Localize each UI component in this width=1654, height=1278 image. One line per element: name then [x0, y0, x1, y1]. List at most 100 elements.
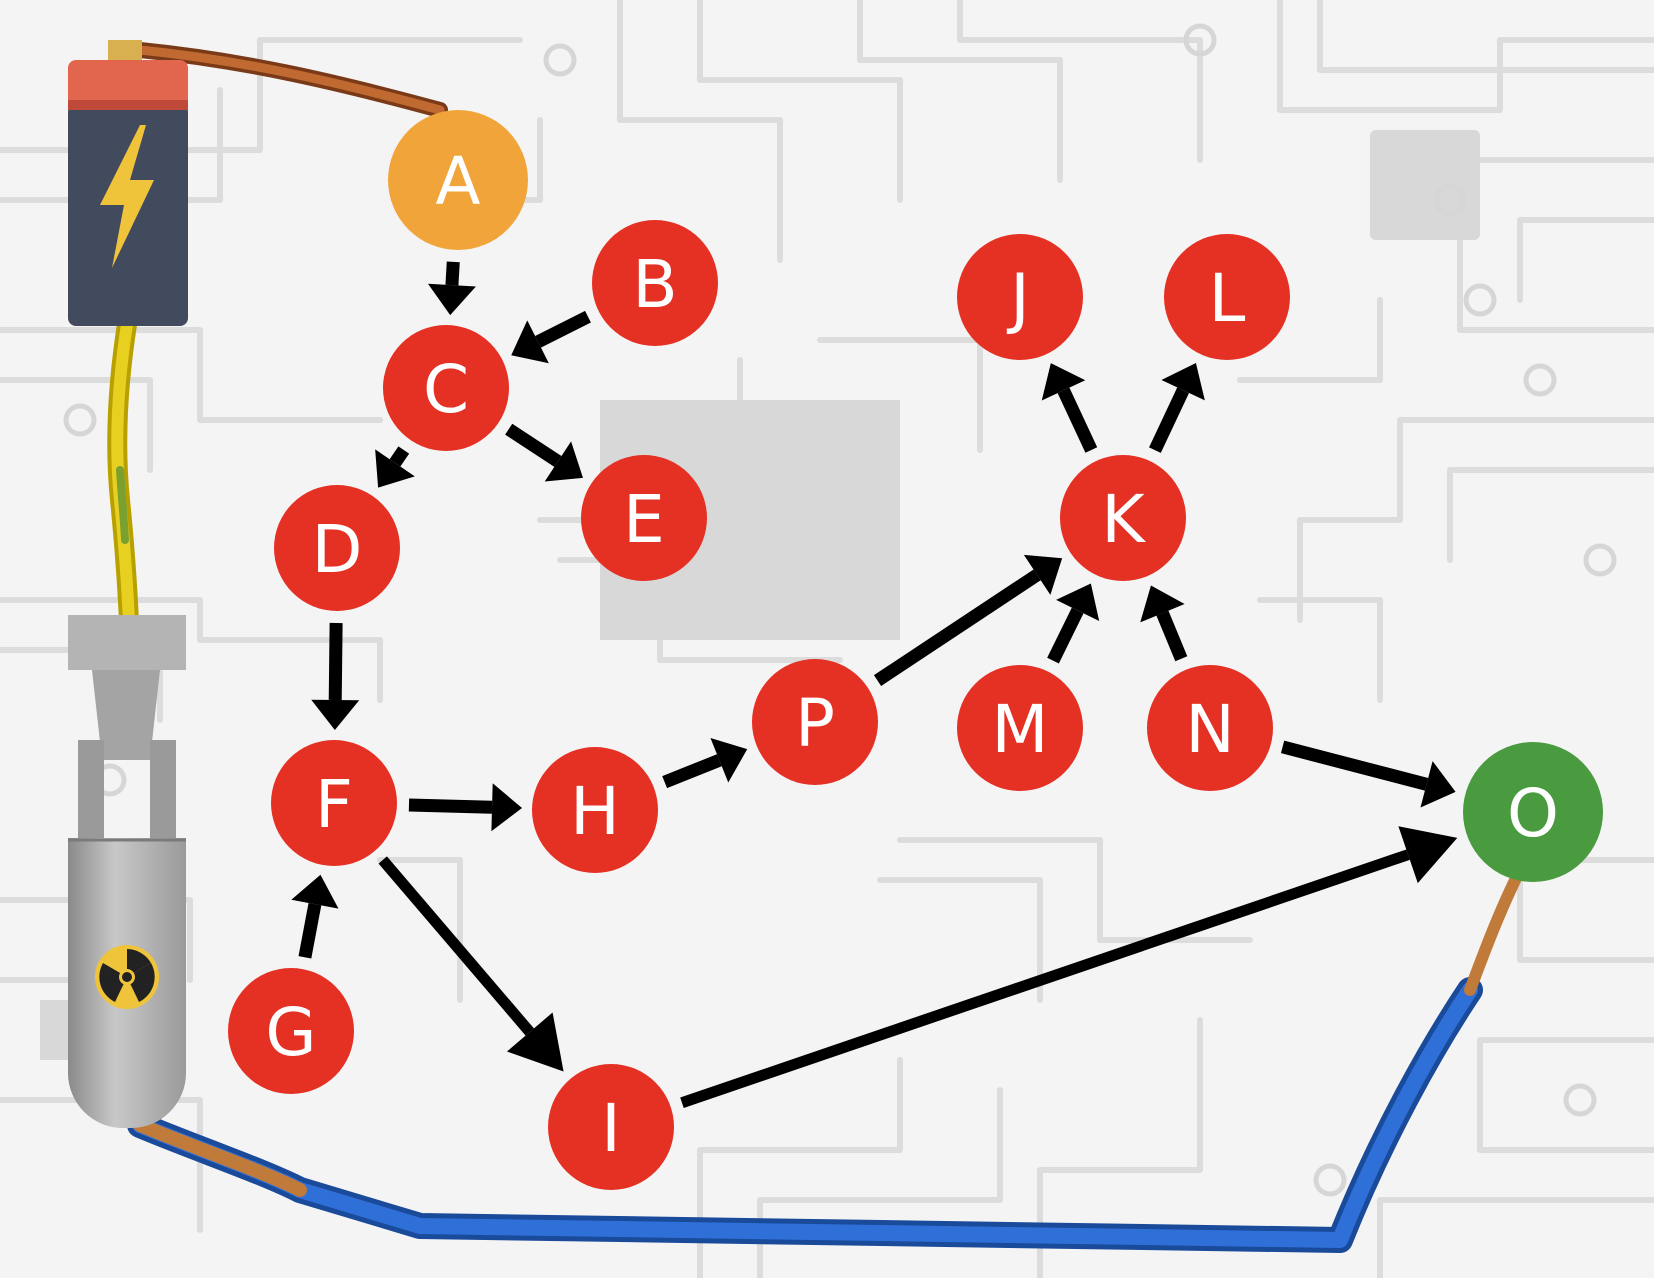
node-circle — [1463, 742, 1603, 882]
edge-h-to-p — [662, 737, 748, 789]
node-label: J — [1006, 260, 1029, 337]
node-f: F — [271, 740, 397, 866]
lightning-bolt-icon — [100, 125, 154, 268]
edge-n-to-o — [1280, 740, 1456, 808]
arrowhead — [427, 283, 476, 316]
node-b: B — [592, 220, 718, 346]
node-circle — [271, 740, 397, 866]
edge-k-to-l — [1149, 363, 1205, 453]
edge-line — [378, 856, 534, 1036]
node-label: C — [423, 351, 469, 428]
edge-line — [1156, 610, 1188, 662]
node-p: P — [752, 659, 878, 785]
node-e: E — [581, 455, 707, 581]
arrowhead — [1420, 761, 1456, 808]
node-label: G — [265, 994, 316, 1071]
arrowhead — [1041, 363, 1086, 401]
node-circle — [957, 234, 1083, 360]
arrowhead — [1161, 363, 1205, 401]
node-d: D — [274, 485, 400, 611]
arrowhead — [544, 441, 583, 482]
node-label: H — [570, 773, 620, 850]
wires — [107, 42, 1526, 1253]
edge-b-to-c — [511, 310, 591, 364]
node-c: C — [383, 325, 509, 451]
arrowhead — [506, 1012, 564, 1072]
node-label: O — [1507, 775, 1559, 852]
arrowhead — [311, 699, 360, 731]
node-circle — [548, 1064, 674, 1190]
edge-line — [1280, 740, 1429, 791]
node-label: D — [312, 511, 363, 588]
node-label: I — [601, 1090, 620, 1167]
edge-p-to-k — [873, 554, 1063, 687]
node-label: B — [632, 246, 677, 323]
node-circle — [957, 665, 1083, 791]
node-label: F — [315, 766, 353, 843]
edge-line — [1149, 387, 1190, 453]
radiation-icon — [95, 945, 159, 1009]
node-m: M — [957, 665, 1083, 791]
node-n: N — [1147, 665, 1273, 791]
edge-line — [1057, 387, 1098, 453]
node-circle — [1060, 455, 1186, 581]
node-label: A — [435, 143, 480, 220]
edge-f-to-i — [378, 856, 564, 1072]
node-circle — [1164, 234, 1290, 360]
circuit-pads-background — [63, 23, 1617, 1197]
edges-layer — [291, 261, 1458, 1108]
node-g: G — [228, 968, 354, 1094]
edge-line — [328, 622, 343, 701]
node-circle — [388, 110, 528, 250]
node-circle — [532, 747, 658, 873]
edge-line — [298, 903, 322, 959]
arrowhead — [491, 783, 523, 832]
node-circle — [1147, 665, 1273, 791]
node-circle — [752, 659, 878, 785]
node-label: E — [623, 481, 665, 558]
edge-line — [873, 569, 1041, 687]
arrowhead — [1398, 826, 1458, 884]
edge-n-to-k — [1140, 585, 1188, 662]
arrowhead — [511, 320, 549, 364]
node-circle — [581, 455, 707, 581]
arrowhead — [1140, 585, 1185, 623]
node-circle — [228, 968, 354, 1094]
arrowhead — [1056, 583, 1100, 622]
node-h: H — [532, 747, 658, 873]
edge-line — [662, 754, 722, 789]
edge-k-to-j — [1041, 363, 1098, 453]
node-j: J — [957, 234, 1083, 360]
edge-d-to-f — [311, 622, 360, 731]
arrowhead — [1023, 554, 1063, 595]
nodes-layer: A B C D E F G H I J K L M N O P — [228, 110, 1603, 1190]
edge-line — [1047, 607, 1084, 664]
edge-f-to-h — [408, 783, 523, 832]
edge-line — [445, 261, 460, 286]
node-label: M — [992, 691, 1049, 768]
node-i: I — [548, 1064, 674, 1190]
node-label: N — [1185, 691, 1234, 768]
edge-line — [408, 798, 493, 814]
node-l: L — [1164, 234, 1290, 360]
nuclear-bomb-icon — [68, 615, 186, 1128]
node-label: P — [795, 685, 835, 762]
edge-line — [680, 849, 1410, 1108]
node-k: K — [1060, 455, 1186, 581]
edge-c-to-e — [505, 423, 583, 482]
edge-line — [535, 310, 591, 348]
node-circle — [592, 220, 718, 346]
node-a: A — [388, 110, 528, 250]
edge-a-to-c — [427, 261, 476, 316]
node-label: L — [1209, 260, 1246, 337]
node-circle — [383, 325, 509, 451]
node-label: K — [1101, 481, 1146, 558]
node-circle — [274, 485, 400, 611]
edge-c-to-d — [375, 446, 415, 488]
edge-line — [389, 446, 410, 467]
arrowhead — [375, 449, 415, 488]
edge-m-to-k — [1047, 583, 1100, 664]
arrowhead — [710, 737, 748, 783]
